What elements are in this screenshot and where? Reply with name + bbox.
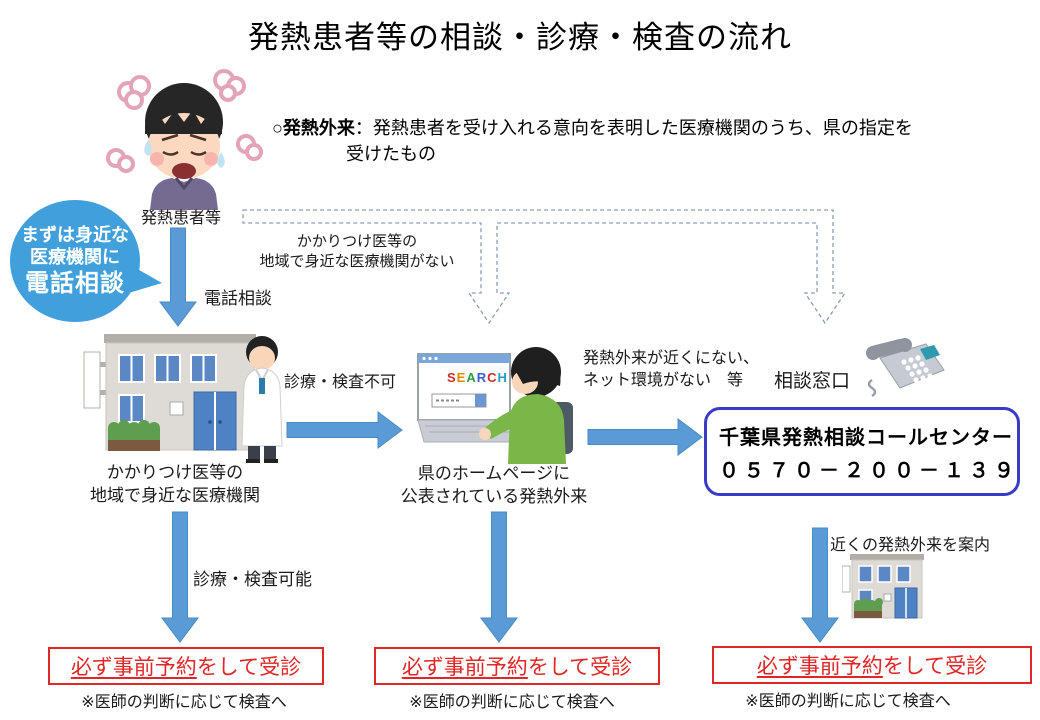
reserve-box-2: 必ず事前予約をして受診	[374, 647, 660, 685]
callcenter-box: 千葉県発熱相談コールセンター ０５７０－２００－１３９	[704, 407, 1020, 496]
steam-puffs-icon	[106, 69, 263, 173]
hedge-icon	[108, 420, 160, 451]
no-nearby-label: 発熱外来が近くにない、 ネット環境がない 等	[583, 350, 760, 390]
phone-consult-label: 電話相談	[204, 289, 272, 308]
reserve-box-3: 必ず事前予約をして受診	[712, 646, 1032, 684]
small-building-icon	[842, 554, 924, 619]
reserve-rest: をして受診	[527, 656, 633, 679]
window-icon	[858, 565, 911, 605]
laptop-icon	[417, 353, 530, 443]
clinic-label: かかりつけ医等の 地域で身近な医療機関	[90, 463, 260, 505]
can-treat-label: 診療・検査可能	[193, 570, 312, 589]
reserve-rest: をして受診	[882, 655, 988, 678]
no-family-doctor-label: かかりつけ医等の 地域で身近な医療機関がない	[257, 232, 457, 273]
doctor-judgement-note-3: ※医師の判断に応じて検査へ	[745, 693, 951, 710]
homepage-label: 県のホームページに 公表されている発熱外来	[400, 464, 588, 506]
bubble-line2: 医療機関に	[30, 247, 120, 267]
reserve-underlined: 必ず事前予約	[756, 655, 883, 678]
speech-bubble: まずは身近な 医療機関に 電話相談	[10, 200, 140, 322]
sweat-drop-icon	[217, 152, 225, 168]
search-text: SEARCH	[447, 370, 508, 385]
telephone-icon	[866, 338, 945, 398]
fever-outpatient-note: ○発熱外来：発熱患者を受け入れる意向を表明した医療機関のうち、県の指定を 受けた…	[272, 115, 972, 167]
note-term: 発熱外来	[282, 118, 355, 138]
consult-window-label: 相談窓口	[774, 371, 851, 392]
computer-search-illustration	[417, 347, 573, 464]
arrow-homepage-to-callcenter	[587, 418, 703, 456]
reserve-underlined: 必ず事前予約	[70, 656, 197, 679]
doctor-judgement-note-2: ※医師の判断に応じて検査へ	[409, 694, 615, 711]
page-title: 発熱患者等の相談・診療・検査の流れ	[248, 20, 792, 55]
callcenter-name: 千葉県発熱相談コールセンター	[719, 426, 1013, 449]
reserve-underlined: 必ず事前予約	[401, 656, 528, 679]
reserve-box-1: 必ず事前予約をして受診	[48, 647, 324, 685]
reserve-rest: をして受診	[196, 656, 302, 679]
callcenter-phone-number: ０５７０－２００－１３９	[719, 459, 1019, 482]
note-line1: ○発熱外来：発熱患者を受け入れる意向を表明した医療機関のうち、県の指定を	[272, 118, 913, 138]
bubble-line1: まずは身近な	[21, 224, 129, 245]
arrow-clinic-to-homepage	[286, 411, 403, 449]
arrow-patient-to-clinic	[159, 227, 197, 327]
arrow-callcenter-down	[801, 527, 839, 643]
cannot-treat-label: 診療・検査不可	[284, 374, 397, 391]
handset-icon	[866, 338, 912, 360]
fever-patient-illustration	[106, 69, 263, 210]
clinic-building-illustration	[83, 334, 283, 463]
arrow-homepage-down	[480, 511, 518, 643]
bubble-line3: 電話相談	[25, 269, 125, 297]
note-line2: 受けたもの	[346, 144, 436, 165]
doctor-judgement-note-1: ※医師の判断に応じて検査へ	[81, 694, 287, 711]
dashed-arrow-no-family-doctor	[242, 209, 847, 325]
sweat-drop-icon	[144, 140, 152, 156]
doctor-illustration	[241, 336, 283, 463]
fever-patient-label: 発熱患者等	[141, 210, 222, 227]
door-icon	[193, 391, 237, 451]
window-icon	[118, 354, 217, 423]
guide-nearby-label: 近くの発熱外来を案内	[830, 537, 991, 554]
hedge-icon	[854, 598, 883, 618]
arrow-clinic-down	[161, 511, 199, 643]
note-text1: 発熱患者を受け入れる意向を表明した医療機関のうち、県の指定を	[372, 118, 913, 138]
seated-person-illustration	[479, 347, 566, 464]
